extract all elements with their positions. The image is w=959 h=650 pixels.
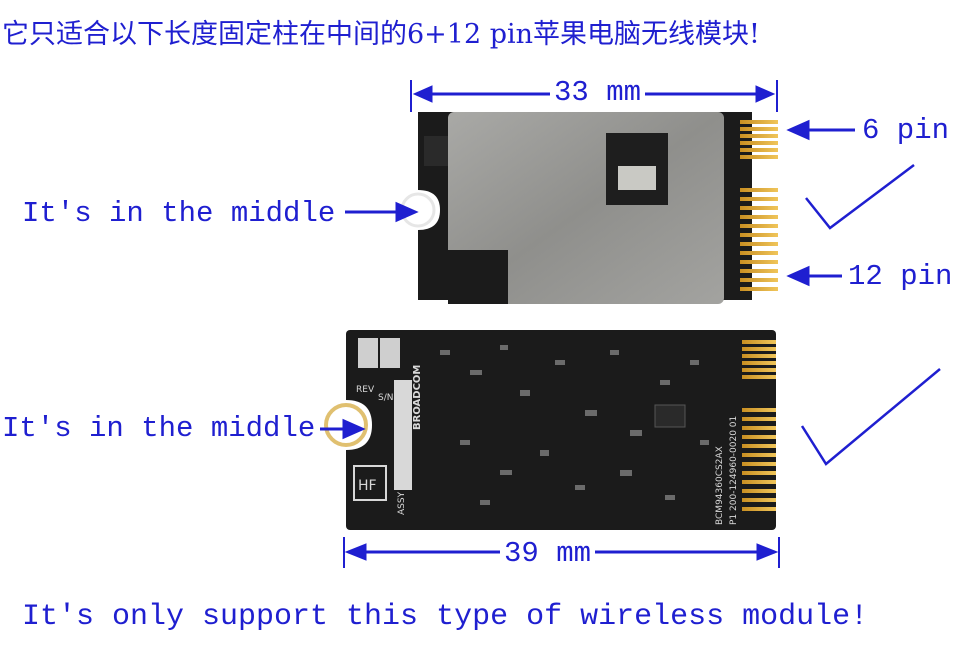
silk-serial: P1 200-124960-0020 01 (729, 416, 739, 525)
check-mark-icon-top (805, 164, 915, 230)
check-mark-icons (800, 164, 941, 466)
page-title: 它只适合以下长度固定柱在中间的6+12 pin苹果电脑无线模块! (2, 19, 760, 50)
silk-rev: REV (356, 385, 375, 395)
silk-broadcom: BROADCOM (412, 365, 423, 430)
middle-label-top: It's in the middle (22, 197, 336, 230)
top-width-label: 33 mm (550, 76, 646, 109)
silk-assy: ASSY 100- (397, 469, 407, 515)
top-6pin-contacts (740, 120, 778, 159)
bottom-width-label: 39 mm (500, 537, 596, 570)
bottom-6pin-contacts (742, 340, 776, 379)
top-module-photo (400, 112, 778, 304)
top-12pin-contacts (740, 188, 778, 291)
check-mark-icon-bottom (800, 368, 941, 466)
bottom-12pin-contacts (742, 408, 776, 511)
pin12-label: 12 pin (848, 260, 953, 293)
pin6-label: 6 pin (862, 114, 950, 147)
silk-sn: S/N (378, 393, 393, 403)
silk-part-number: BCM94360CS2AX (715, 446, 725, 525)
middle-label-bottom: It's in the middle (2, 412, 316, 445)
pointer-arrows (320, 119, 855, 440)
footer-note: It's only support this type of wireless … (22, 600, 869, 634)
silk-hf: HF (358, 478, 377, 494)
bottom-module-photo: REV S/N ASSY 100- BROADCOM HF BCM94360CS… (324, 330, 776, 530)
